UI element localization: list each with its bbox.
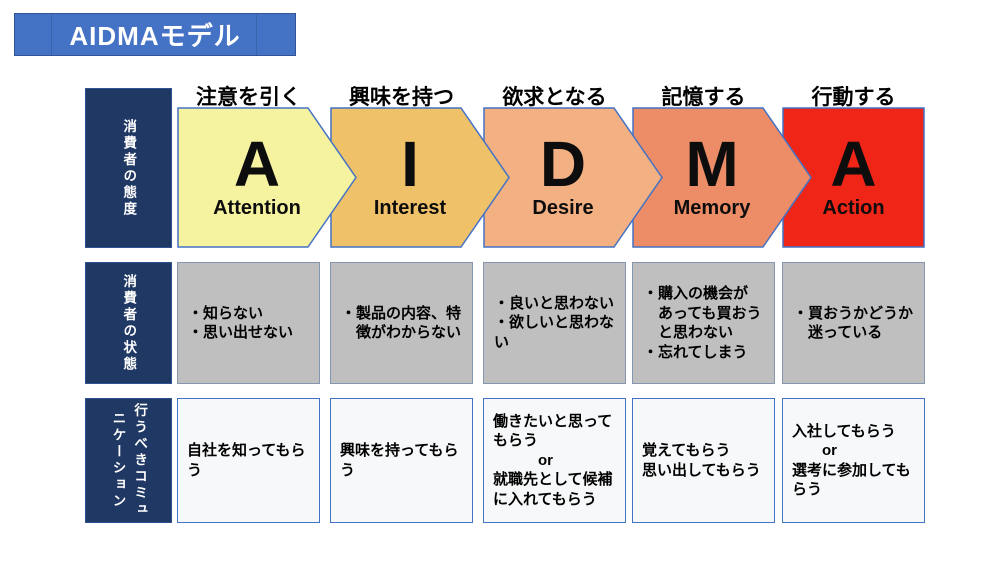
state-cell-attention: ・知らない ・思い出せない [177,262,320,384]
stage-memory: 記憶する M Memory [632,86,812,248]
stage-content: A Action [782,107,925,248]
stage-content: M Memory [632,107,792,248]
stage-header: 注意を引く [196,86,301,109]
state-text: ・良いと思わない ・欲しいと思わな い [494,294,615,351]
title-badge: AIDMAモデル [14,13,296,56]
state-cell-memory: ・購入の機会が あっても買おう と思わない ・忘れてしまう [632,262,775,384]
comm-text: 入社してもらう or 選考に参加しても らう [792,422,911,499]
state-cell-desire: ・良いと思わない ・欲しいと思わな い [483,262,626,384]
stage-content: A Attention [177,107,337,248]
state-text: ・購入の機会が あっても買おう と思わない ・忘れてしまう [643,285,762,361]
row-label-text: 消費者の態度 [121,118,137,218]
arrow-polygon [177,107,357,248]
stage-attention: 注意を引く A Attention [177,86,357,248]
stage-interest: 興味を持つ I Interest [330,86,510,248]
arrow-shape [483,107,663,248]
stage-word: Desire [532,196,594,219]
arrow-shape [632,107,812,248]
stage-word: Memory [673,196,751,219]
arrow-shape [177,107,357,248]
state-cell-action: ・買おうかどうか 迷っている [782,262,925,384]
arrow-polygon [483,107,663,248]
stage-header: 興味を持つ [349,86,454,109]
stage-desire: 欲求となる D Desire [483,86,663,248]
row-label-text: 消費者の状態 [121,273,137,373]
stage-word: Interest [373,196,447,219]
stage-word: Attention [213,196,301,219]
comm-text: 興味を持ってもら う [340,442,459,479]
comm-cell-attention: 自社を知ってもら う [177,398,320,523]
stage-content: D Desire [483,107,643,248]
page-title: AIDMAモデル [69,21,241,51]
state-cell-interest: ・製品の内容、特 徴がわからない [330,262,473,384]
row-label-consumer-attitude: 消費者の態度 [85,88,172,248]
stage-header: 行動する [811,86,896,109]
arrow-polygon [632,107,812,248]
state-text: ・知らない ・思い出せない [188,304,294,342]
comm-cell-memory: 覚えてもらう 思い出してもらう [632,398,775,523]
comm-text: 働きたいと思って もらう or 就職先として候補 に入れてもらう [493,412,613,508]
stage-action: 行動する A Action [782,86,925,248]
stage-letter: I [401,128,419,201]
row-label-communication: 行うべきコミュ ニケーション [85,398,172,523]
arrow-shape [330,107,510,248]
stage-letter: A [830,128,877,201]
comm-text: 覚えてもらう 思い出してもらう [642,442,761,479]
stage-word: Action [822,196,885,219]
stage-content: I Interest [330,107,490,248]
stage-letter: M [685,128,739,201]
stage-letter: A [233,128,281,201]
comm-cell-interest: 興味を持ってもら う [330,398,473,523]
state-text: ・買おうかどうか 迷っている [793,304,914,342]
stage-header: 欲求となる [502,86,607,109]
comm-text: 自社を知ってもら う [187,442,306,479]
stage-header: 記憶する [661,86,746,109]
arrow-polygon [330,107,510,248]
comm-cell-action: 入社してもらう or 選考に参加しても らう [782,398,925,523]
stage-letter: D [539,128,587,201]
comm-cell-desire: 働きたいと思って もらう or 就職先として候補 に入れてもらう [483,398,626,523]
row-label-text: 行うべきコミュ ニケーション [110,402,148,519]
state-text: ・製品の内容、特 徴がわからない [341,304,462,342]
row-label-consumer-state: 消費者の状態 [85,262,172,384]
